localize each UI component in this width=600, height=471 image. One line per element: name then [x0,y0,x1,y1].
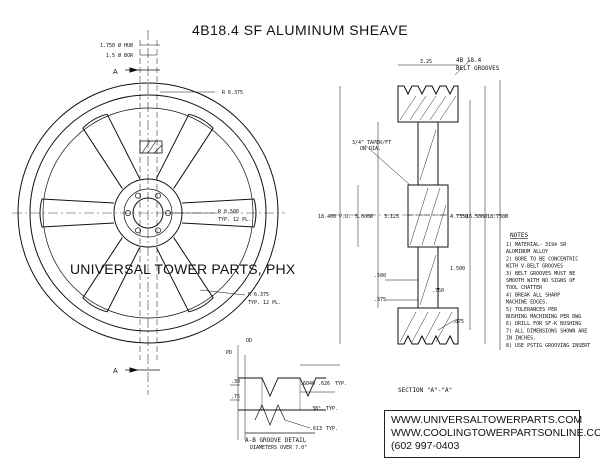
d3-label: 4.735Ø [450,213,468,220]
note-line: BUSHING MACHINING PER DWG [506,314,581,320]
gd-typ2: TYP. [326,406,338,412]
bolt-holes [125,192,171,234]
note-line: 1) MATERIAL- 319® SR [506,242,567,248]
section-marker-top: A [113,69,118,76]
rim-bottom-grooves [397,307,459,345]
gd-d1: .30 [231,379,240,385]
note-line: 8) USE PSTIG GROOVING INSERT [506,343,590,349]
h4-label: .375 [374,297,386,303]
website-1: WWW.UNIVERSALTOWERPARTS.COM [391,414,583,426]
note-line: 5) TOLERANCES PER [506,307,558,313]
hub-section [407,184,449,248]
h2-label: .500 [374,273,386,279]
spoke [82,237,141,313]
front-view [12,30,285,395]
groove-title: 4B 18.4 [456,57,482,64]
top-dim: 3.25 [420,59,432,65]
note-line: ALUMINUM ALLOY [506,249,548,255]
keyway [139,140,163,154]
r-bottom-label: R 6.375 [248,292,269,298]
notes-heading: NOTES [510,232,528,239]
note-line: SMOOTH WITH NO SIGNS OF [506,278,575,284]
bolt-hole [135,192,141,199]
gd-r: .613 [310,426,322,432]
taper-sub: ON DIA. [360,146,381,152]
groove-sub: BELT GROOVES [456,65,500,72]
spoke [155,113,214,189]
note-line: 2) BORE TO BE CONCENTRIC [506,256,578,262]
note-line: 4) BREAK ALL SHARP [506,292,560,298]
bore-dim-label: 1.5 Ø BOR [106,52,134,59]
gd-d2: .75 [231,394,240,400]
bolt-hole [155,192,161,199]
bolt-hole [135,227,141,234]
section-caption: SECTION "A"-"A" [398,387,452,394]
bolt-hole [155,227,161,234]
groove-detail-drawing [230,345,340,440]
d2-label: 3.125 [384,214,399,220]
h3-label: .750 [432,288,444,294]
r-top-label: R 6.375 [222,90,243,96]
gd-d4: .626 [318,381,330,387]
typ12b-label: TYP. 12 PL. [248,300,281,306]
note-line: 3) BELT GROOVES MUST BE [506,271,575,277]
spoke [82,113,141,189]
web [417,122,439,186]
taper-label: 3/4" TAPER/FT [352,140,391,146]
section-view [330,59,510,350]
typ12-label: TYP. 12 PL. [218,217,251,223]
note-line: 6) DRILL FOR SF-K BUSHING [506,321,581,327]
pd-label: 18.400 P.D. [318,214,351,220]
contact-box: WWW.UNIVERSALTOWERPARTS.COM WWW.COOLINGT… [384,410,600,458]
hub-dim-label: 1.750 Ø HUB [100,42,133,49]
note-line: TOOL CHATTER [506,285,543,291]
gd-od: OD [246,338,252,344]
d5-label: 18.750Ø [487,213,508,220]
note-line: IN INCHES. [506,336,536,342]
h1-label: 1.500 [450,266,465,272]
note-line: WITH V-BELT GROOVES [506,264,563,270]
h5-label: .875 [452,319,464,325]
gd-typ3: TYP. [326,426,338,432]
note-line: MACHINE EDGES. [506,300,548,306]
gd-d3: .6040 [300,381,315,387]
phone: (602 997-0403 [391,440,460,452]
gd-pd: PD [226,350,232,356]
drawing-title: 4B18.4 SF ALUMINUM SHEAVE [191,22,409,38]
note-line: 7) ALL DIMENSIONS SHOWN ARE [506,328,587,334]
spoke [155,237,214,313]
watermark: UNIVERSAL TOWER PARTS, PHX [70,261,296,277]
r-mid-label: R 0.500 [218,209,239,215]
web-lower [417,247,439,309]
website-2: WWW.COOLINGTOWERPARTSONLINE.COM [391,427,600,439]
gd-typ: TYP. [335,381,347,387]
rim-top-grooves [397,85,459,123]
gd-angle: 38° [312,406,321,412]
section-marker-bottom: A [113,368,118,375]
d4-label: 16.500Ø [466,213,487,220]
gd-caption: A-B GROOVE DETAIL [245,437,307,444]
d1-label: 5.000Ø [355,213,373,220]
gd-sub: DIAMETERS OVER 7.0" [250,445,307,451]
